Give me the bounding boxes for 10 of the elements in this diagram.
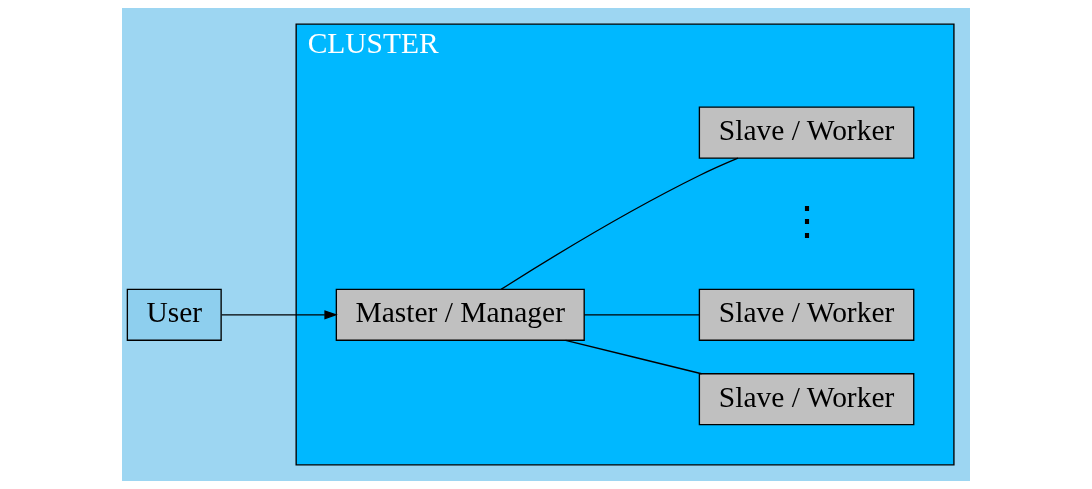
node-box: Slave / Worker [698,106,915,159]
node-box: Slave / Worker [698,288,915,341]
node-box: Slave / Worker [698,373,915,426]
label: ⋮ [786,197,827,243]
arrow [221,310,338,320]
connector [583,314,700,316]
node-box: Master / Manager [335,288,585,341]
connector [500,157,739,291]
node-box: User [126,288,222,341]
connector [564,339,703,375]
